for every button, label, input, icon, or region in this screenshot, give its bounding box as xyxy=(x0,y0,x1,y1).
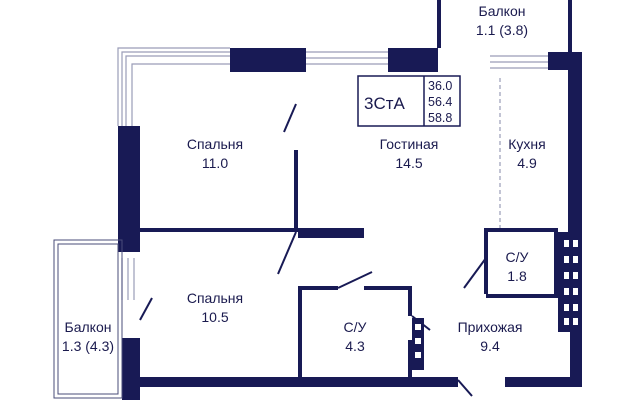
bathroom-small-area: 1.8 xyxy=(507,268,527,284)
partition-walls xyxy=(140,150,560,378)
ventilation-grid xyxy=(412,232,582,370)
apartment-badge: 3СтА 36.0 56.4 58.8 xyxy=(357,75,461,127)
apartment-type: 3СтА xyxy=(364,94,406,113)
bedroom-2-area: 10.5 xyxy=(201,309,228,325)
kitchen-area: 4.9 xyxy=(517,155,537,171)
doors xyxy=(139,103,487,397)
balcony-outlines xyxy=(53,239,123,399)
living-room-area: 14.5 xyxy=(395,155,422,171)
balcony-left-area: 1.3 (4.3) xyxy=(62,338,114,354)
hallway-area: 9.4 xyxy=(480,338,500,354)
bathroom-large-area: 4.3 xyxy=(345,338,365,354)
kitchen-name: Кухня xyxy=(508,136,545,152)
living-room-name: Гостиная xyxy=(380,136,439,152)
bedroom-1-name: Спальня xyxy=(187,136,243,152)
balcony-top-area: 1.1 (3.8) xyxy=(476,22,528,38)
bathroom-small-name: С/У xyxy=(506,249,529,265)
balcony-top-name: Балкон xyxy=(479,3,526,19)
room-labels: Балкон 1.1 (3.8) Спальня 11.0 Гостиная 1… xyxy=(62,3,546,354)
bedroom-2-name: Спальня xyxy=(187,290,243,306)
area-with-balcony: 58.8 xyxy=(428,111,452,125)
hallway-name: Прихожая xyxy=(458,319,523,335)
area-living: 36.0 xyxy=(428,79,452,93)
bedroom-1-area: 11.0 xyxy=(202,155,228,171)
balcony-left-name: Балкон xyxy=(65,319,112,335)
bathroom-large-name: С/У xyxy=(344,319,367,335)
area-total: 56.4 xyxy=(428,95,452,109)
exterior-walls xyxy=(118,0,582,400)
